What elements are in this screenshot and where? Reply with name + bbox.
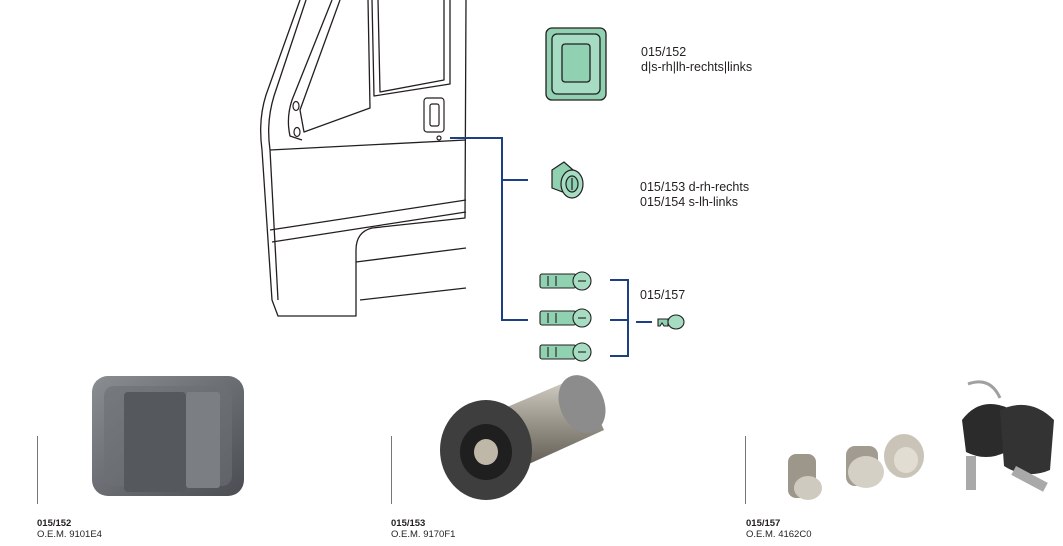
part-code-left: 015/154 s-lh-links [640,195,738,209]
lock-set-cylinder-icon [539,271,592,291]
lock-set-part-icons [539,271,592,362]
caption-oem: O.E.M. 9170F1 [391,529,456,540]
door-diagram [260,0,685,362]
van-door-outline [260,0,467,317]
lock-set-cylinder-icon [539,342,592,362]
caption-oem: O.E.M. 4162C0 [746,529,812,540]
door-holes [292,100,442,141]
part-code: 015/152 [641,45,687,59]
caption-divider [745,436,746,504]
door-handle-recess [423,97,445,133]
key-icon [657,314,685,330]
handle-part-icon [545,27,607,101]
caption-oem: O.E.M. 9101E4 [37,529,102,540]
handle-photo-shape [92,376,244,496]
caption-code: 015/157 [746,518,781,529]
photo-caption-lock-cylinder: 015/153 O.E.M. 9170F1 [391,518,455,540]
connector-bracket [450,137,652,357]
lock-cylinder-photo-shape [440,375,606,500]
lock-cylinder-part-icon [551,161,584,199]
part-label-lock-set: 015/157 [640,288,685,303]
caption-code: 015/153 [391,518,426,529]
caption-code: 015/152 [37,518,72,529]
part-variant: d|s-rh|lh-rechts|links [641,60,753,74]
lock-set-cylinder-icon [539,308,592,328]
photo-caption-handle: 015/152 O.E.M. 9101E4 [37,518,102,540]
caption-divider [391,436,392,504]
part-label-handle: 015/152 d|s-rh|lh-rechts|links [641,45,752,75]
part-code: 015/157 [640,288,686,302]
photo-caption-lock-set: 015/157 O.E.M. 4162C0 [746,518,811,540]
part-label-lock-cylinder: 015/153 d-rh-rechts 015/154 s-lh-links [640,180,749,210]
caption-divider [37,436,38,504]
part-code-right: 015/153 d-rh-rechts [640,180,750,194]
lock-set-photo-shape [788,380,1054,500]
